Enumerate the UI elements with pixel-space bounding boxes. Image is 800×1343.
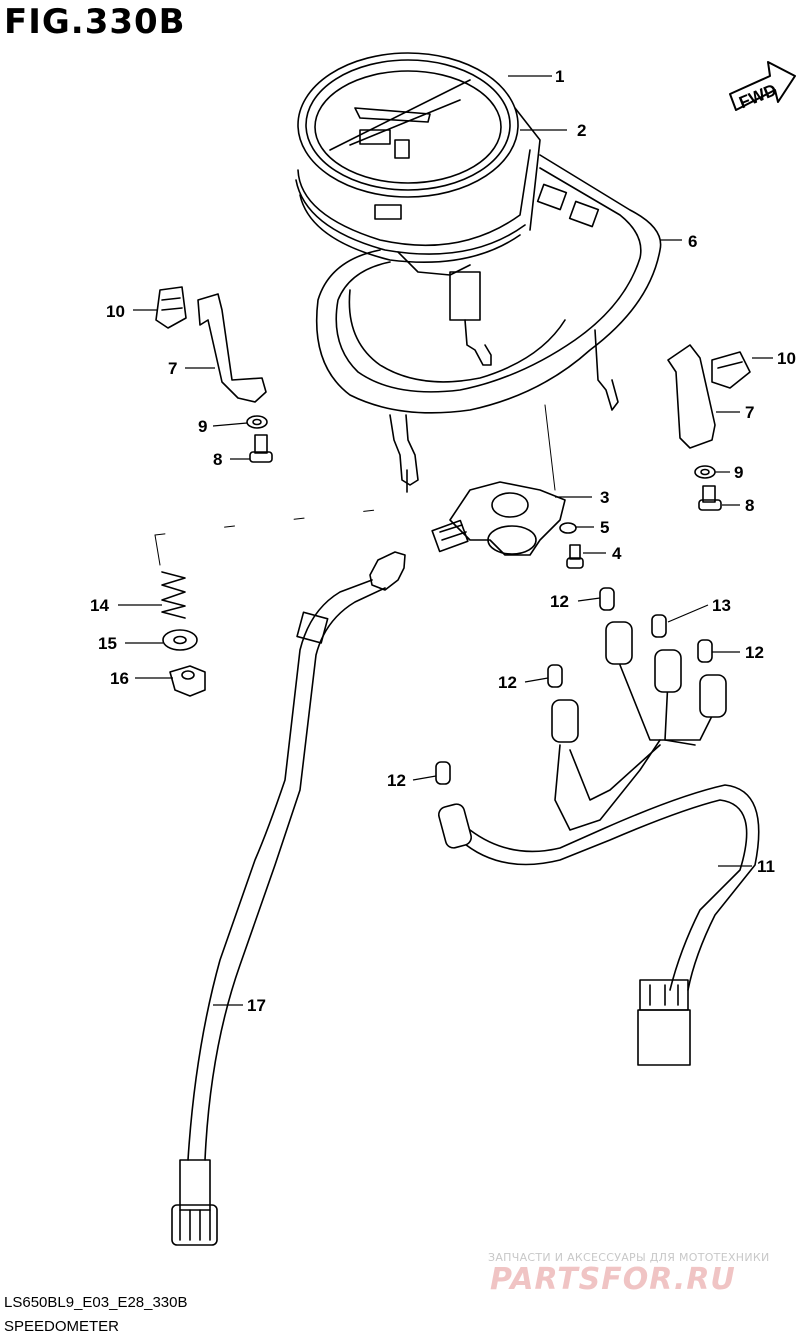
- model-code: LS650BL9_E03_E28_330B: [4, 1294, 188, 1311]
- wiring-harness: [435, 587, 760, 1066]
- watermark-tagline: ЗАПЧАСТИ И АКСЕССУАРЫ ДЛЯ МОТОТЕХНИКИ: [488, 1251, 770, 1264]
- left-bracket-assembly: [155, 286, 273, 463]
- callout-9-left: 9: [198, 417, 207, 436]
- callout-11: 11: [757, 857, 775, 876]
- callout-8-right: 8: [745, 496, 754, 515]
- callout-5: 5: [600, 518, 609, 537]
- callout-17: 17: [247, 996, 266, 1015]
- callout-2: 2: [577, 121, 586, 140]
- callout-15: 15: [98, 634, 117, 653]
- fwd-label: FWD: [736, 80, 779, 112]
- callout-4: 4: [612, 544, 622, 563]
- callout-13: 13: [712, 596, 731, 615]
- callout-8-left: 8: [213, 450, 222, 469]
- callout-7-right: 7: [745, 403, 754, 422]
- callout-14: 14: [90, 596, 109, 615]
- callout-12-a: 12: [550, 592, 569, 611]
- figure-title: FIG.330B: [4, 2, 186, 42]
- callout-10-left: 10: [106, 302, 125, 321]
- callout-16: 16: [110, 669, 129, 688]
- right-bracket-assembly: [667, 344, 751, 511]
- section-name: SPEEDOMETER: [4, 1318, 120, 1335]
- callout-10-right: 10: [777, 349, 796, 368]
- meter-bracket-housing: [315, 154, 662, 493]
- speedometer-cable: [171, 551, 406, 1246]
- callout-labels: 1 2 6 10 7 9 8 10 7 9 8 3 5 4 14 15 16 1…: [90, 67, 796, 1015]
- spring-washer-nut: [161, 571, 206, 697]
- leader-lines: [118, 75, 773, 1006]
- callout-1: 1: [555, 67, 564, 86]
- callout-12-b: 12: [745, 643, 764, 662]
- callout-3: 3: [600, 488, 609, 507]
- callout-9-right: 9: [734, 463, 743, 482]
- speedometer-gauge: [295, 52, 541, 276]
- speed-sensor-gear: [431, 481, 584, 569]
- watermark-logo: PARTSFOR.RU: [490, 1262, 736, 1297]
- callout-6: 6: [688, 232, 697, 251]
- callout-12-d: 12: [387, 771, 406, 790]
- fwd-arrow-icon: FWD: [729, 61, 796, 112]
- callout-12-c: 12: [498, 673, 517, 692]
- callout-7-left: 7: [168, 359, 177, 378]
